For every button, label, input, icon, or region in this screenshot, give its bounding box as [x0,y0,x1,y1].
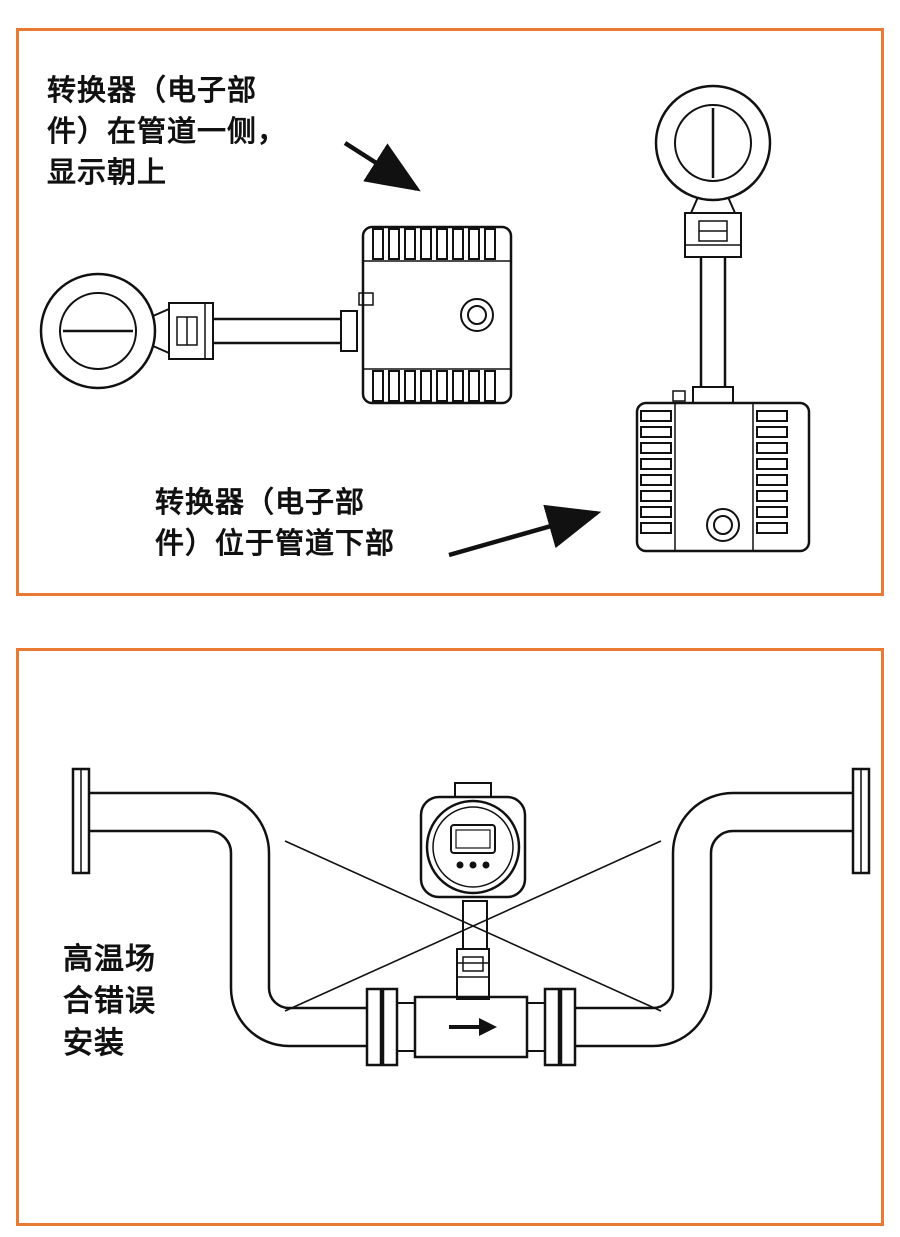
mounting-orientations-drawing [39,84,811,558]
wrong-installation-drawing [71,767,871,1067]
label-line: 转换器（电子部 [47,75,258,107]
label-line: 高温场 [63,943,156,976]
flowmeter-vertical-drawing [635,84,811,553]
flowmeter-horizontal-drawing [39,225,513,405]
panel-mounting-orientations: 转换器（电子部 件）在管道一侧， 显示朝上 转换器（电子部 件）位于管道下部 [16,28,884,596]
label-line: 件）位于管道下部 [155,528,396,560]
flow-direction-arrow-icon [449,1018,497,1036]
label-line: 合错误 [63,985,156,1018]
label-line: 转换器（电子部 [155,487,366,519]
piping-drawing [71,767,871,1067]
panel-wrong-installation: 高温场 合错误 安装 [16,648,884,1226]
label-bottom-mounted: 转换器（电子部 件）位于管道下部 [155,483,395,565]
label-line: 安装 [63,1027,125,1060]
cross-out-x-icon [284,840,662,1012]
label-line: 件）在管道一侧， [47,116,288,148]
label-wrong-installation: 高温场 合错误 安装 [63,939,156,1065]
arrow-icon [343,141,421,192]
arrow-icon [448,504,602,558]
label-line: 显示朝上 [47,157,168,189]
label-side-mounted: 转换器（电子部 件）在管道一侧， 显示朝上 [47,71,287,194]
